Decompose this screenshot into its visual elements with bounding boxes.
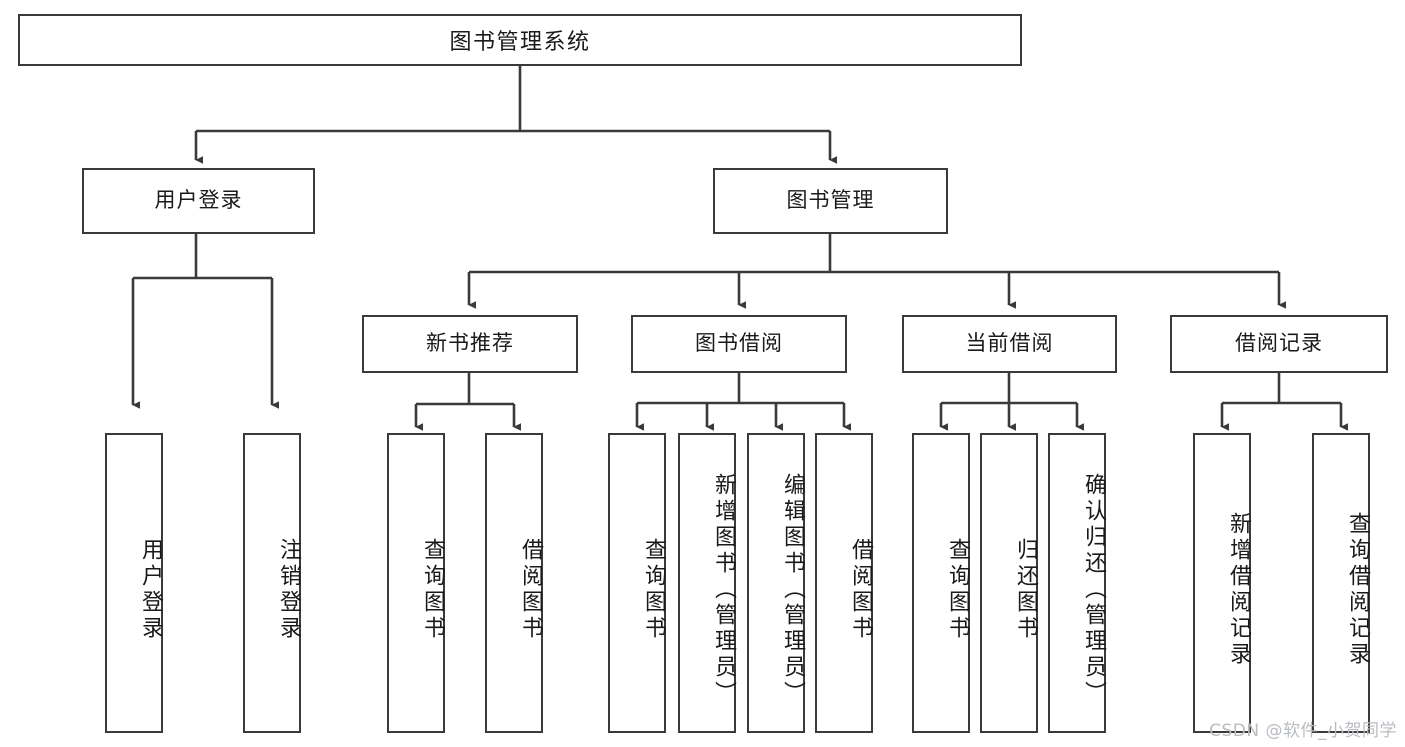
leaf-current-borrow-return-book[interactable]: 归还图书	[980, 433, 1038, 733]
node-current-borrow[interactable]: 当前借阅	[902, 315, 1117, 373]
node-label: 借阅记录	[1235, 331, 1323, 356]
node-label: 确认归还（管理员）	[1081, 473, 1106, 707]
node-borrow-record[interactable]: 借阅记录	[1170, 315, 1388, 373]
leaf-user-login-login[interactable]: 用户登录	[105, 433, 163, 733]
leaf-book-borrow-query-book[interactable]: 查询图书	[608, 433, 666, 733]
leaf-current-borrow-query-book[interactable]: 查询图书	[912, 433, 970, 733]
leaf-borrow-record-query-record[interactable]: 查询借阅记录	[1312, 433, 1370, 733]
node-book-management[interactable]: 图书管理	[713, 168, 948, 234]
node-label: 查询图书	[945, 538, 970, 642]
leaf-current-borrow-confirm-return-admin[interactable]: 确认归还（管理员）	[1048, 433, 1106, 733]
node-label: 当前借阅	[965, 331, 1054, 356]
node-label: 归还图书	[1013, 538, 1038, 642]
node-label: 用户登录	[138, 538, 163, 642]
node-label: 新增图书（管理员）	[711, 473, 736, 707]
watermark-text: CSDN @软件_小贺同学	[1209, 721, 1397, 741]
leaf-new-book-query-book[interactable]: 查询图书	[387, 433, 445, 733]
node-label: 编辑图书（管理员）	[780, 473, 805, 707]
leaf-new-book-borrow-book[interactable]: 借阅图书	[485, 433, 543, 733]
node-label: 图书管理系统	[449, 30, 591, 55]
node-label: 图书管理	[786, 188, 875, 213]
node-label: 注销登录	[276, 538, 301, 642]
node-label: 借阅图书	[518, 538, 543, 642]
node-user-login[interactable]: 用户登录	[82, 168, 315, 234]
leaf-user-login-logout[interactable]: 注销登录	[243, 433, 301, 733]
node-label: 查询图书	[420, 538, 445, 642]
node-label: 查询借阅记录	[1345, 512, 1370, 668]
leaf-book-borrow-borrow-book[interactable]: 借阅图书	[815, 433, 873, 733]
leaf-borrow-record-add-record[interactable]: 新增借阅记录	[1193, 433, 1251, 733]
node-label: 查询图书	[641, 538, 666, 642]
node-root-book-management-system[interactable]: 图书管理系统	[18, 14, 1022, 66]
node-new-book-recommend[interactable]: 新书推荐	[362, 315, 578, 373]
node-book-borrow[interactable]: 图书借阅	[631, 315, 847, 373]
node-label: 新增借阅记录	[1226, 512, 1251, 668]
leaf-book-borrow-add-book-admin[interactable]: 新增图书（管理员）	[678, 433, 736, 733]
node-label: 借阅图书	[848, 538, 873, 642]
node-label: 用户登录	[154, 188, 243, 213]
leaf-book-borrow-edit-book-admin[interactable]: 编辑图书（管理员）	[747, 433, 805, 733]
node-label: 新书推荐	[426, 331, 514, 356]
node-label: 图书借阅	[695, 331, 783, 356]
